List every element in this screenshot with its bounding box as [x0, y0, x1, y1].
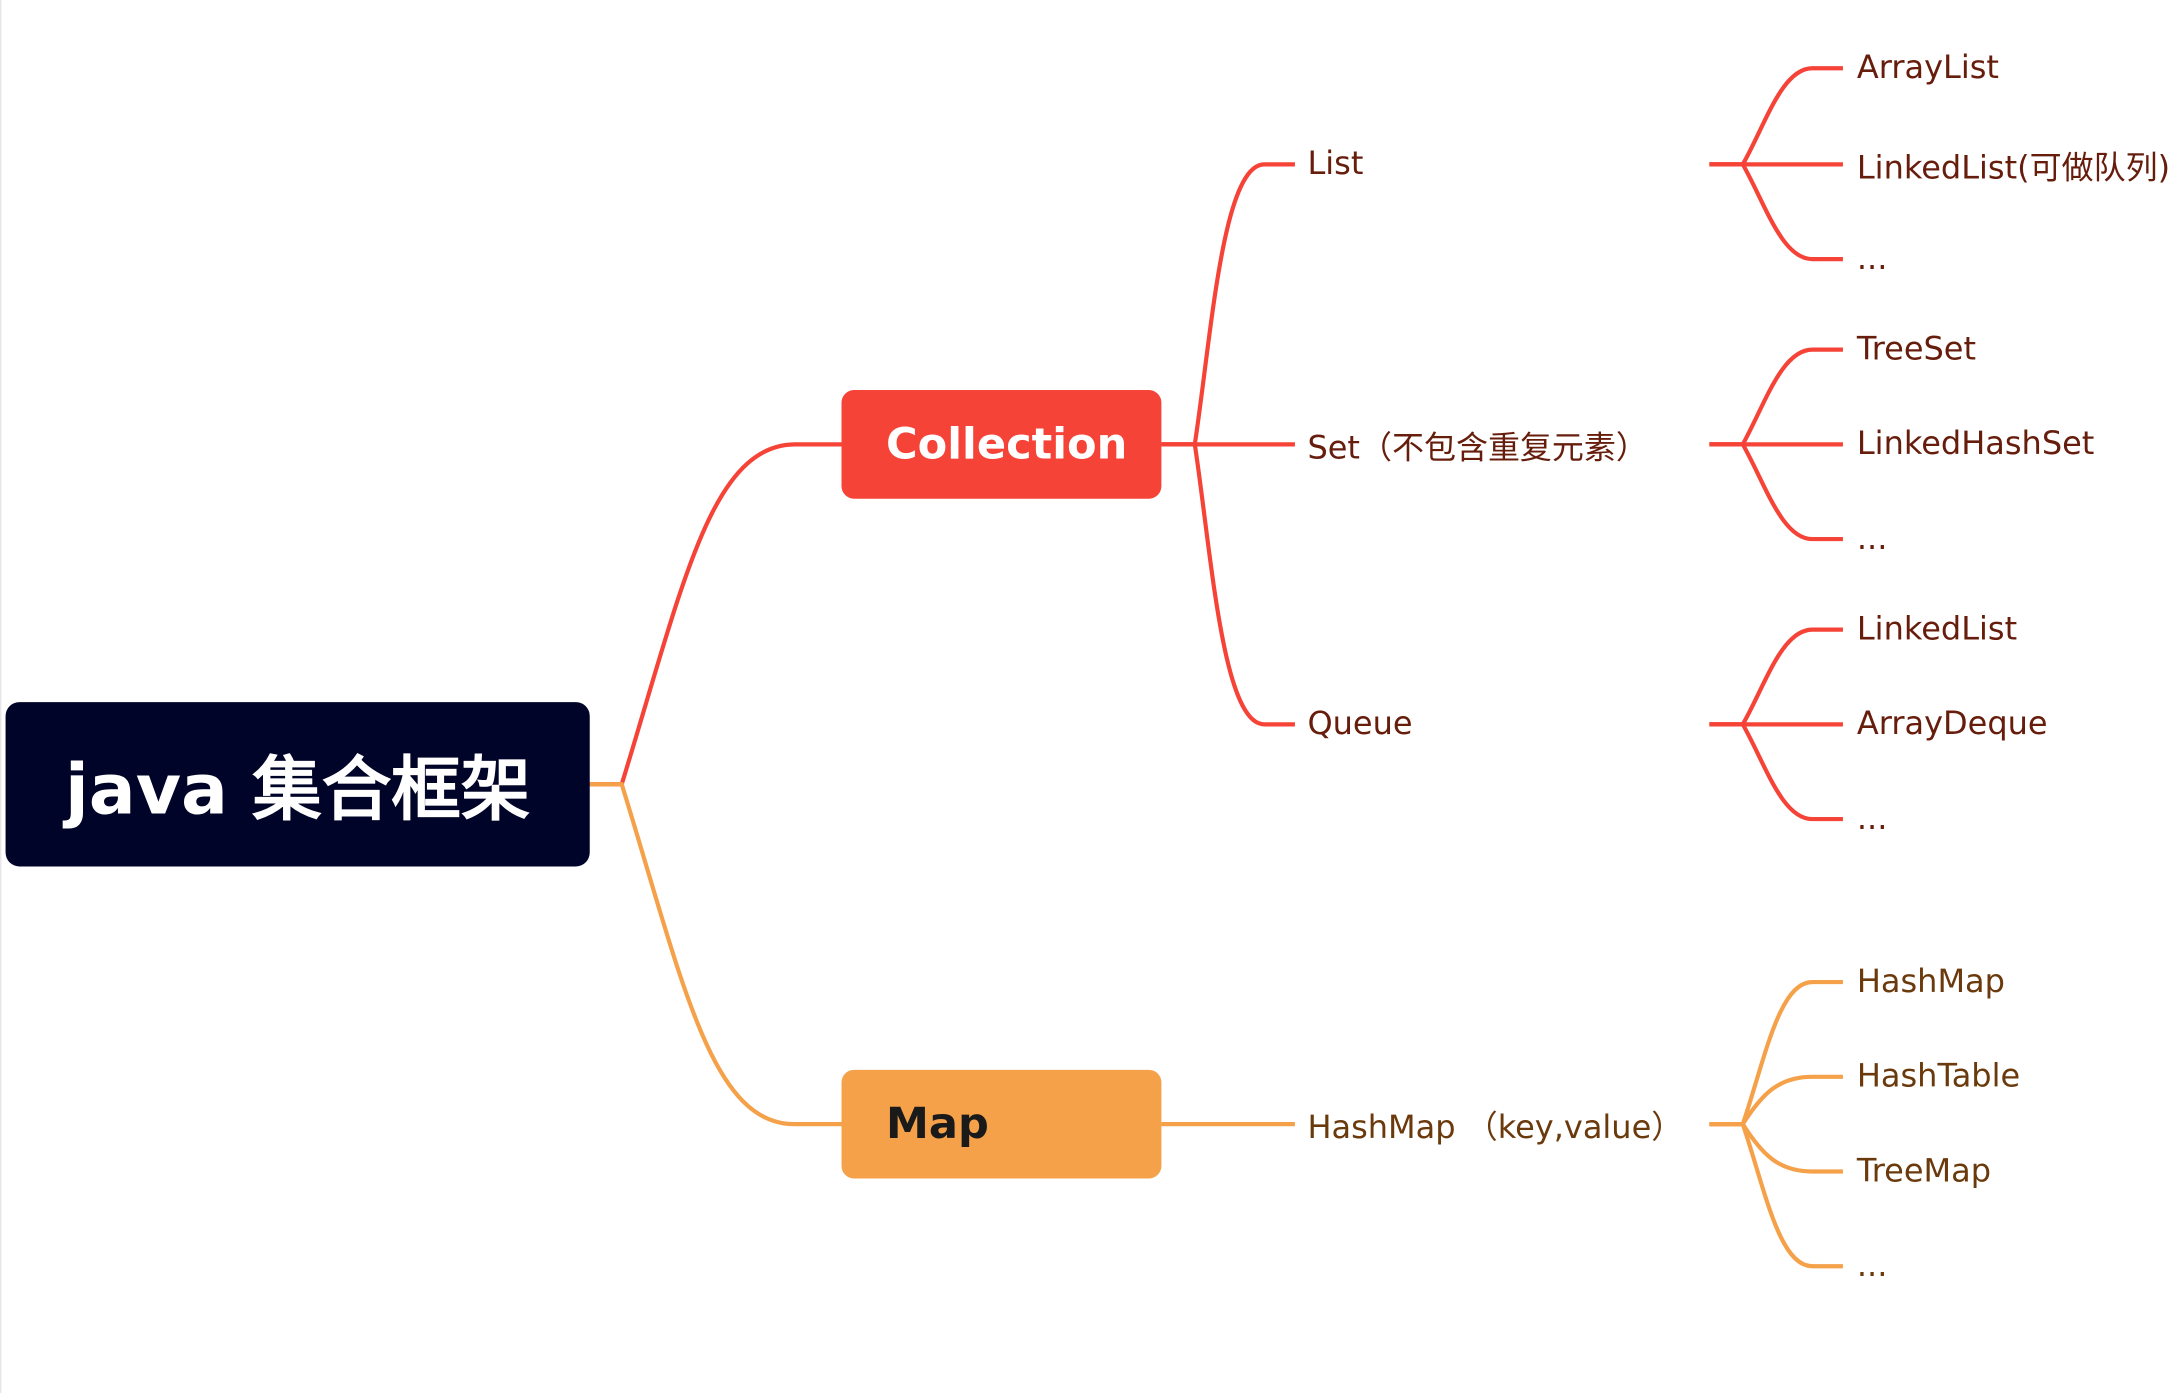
- leaf-label: ArrayDeque: [1856, 706, 2048, 743]
- map-leaf-treemap[interactable]: TreeMap: [1857, 1149, 1991, 1194]
- queue-node[interactable]: Queue: [1307, 702, 1412, 747]
- root-node[interactable]: java 集合框架: [5, 702, 590, 867]
- link-root-map: [589, 782, 842, 1127]
- root-label: java 集合框架: [64, 749, 531, 831]
- leaf-label: ...: [1856, 520, 1888, 558]
- list-leaf-arraylist[interactable]: ArrayList: [1857, 46, 1999, 91]
- collection-node[interactable]: Collection: [841, 390, 1162, 499]
- link-hashmap-leaf-1: [1709, 979, 1843, 1127]
- set-leaf-treeset[interactable]: TreeSet: [1857, 327, 1976, 372]
- link-hashmap-leaf-2: [1709, 1074, 1843, 1127]
- link-root-collection: [589, 442, 842, 787]
- collection-label: Collection: [886, 419, 1128, 470]
- map-node[interactable]: Map: [841, 1069, 1162, 1179]
- link-list-leaf-3: [1709, 162, 1843, 262]
- link-list-leaf-1: [1709, 66, 1843, 167]
- link-set-leaf-1: [1709, 347, 1843, 447]
- link-queue-leaf-3: [1709, 722, 1843, 822]
- hashmap-label: HashMap （key,value）: [1307, 1110, 1684, 1147]
- leaf-label: HashTable: [1856, 1058, 2021, 1095]
- map-leaf-hashmap[interactable]: HashMap: [1857, 960, 2005, 1005]
- list-node[interactable]: List: [1307, 142, 1363, 187]
- queue-label: Queue: [1307, 706, 1413, 743]
- leaf-label: LinkedList: [1856, 611, 2018, 648]
- queue-leaf-arraydeque[interactable]: ArrayDeque: [1857, 702, 2048, 747]
- map-label: Map: [886, 1099, 989, 1150]
- queue-leaf-more[interactable]: ...: [1857, 797, 1888, 842]
- set-leaf-more[interactable]: ...: [1857, 517, 1888, 562]
- hashmap-node[interactable]: HashMap （key,value）: [1307, 1102, 1684, 1147]
- leaf-label: LinkedHashSet: [1856, 426, 2095, 463]
- leaf-label: LinkedList(可做队列): [1856, 150, 2171, 187]
- set-label: Set（不包含重复元素）: [1307, 430, 1648, 467]
- set-node[interactable]: Set（不包含重复元素）: [1307, 422, 1648, 467]
- link-hashmap-leaf-3: [1709, 1122, 1843, 1174]
- leaf-label: ArrayList: [1856, 50, 1999, 87]
- leaf-label: ...: [1856, 800, 1888, 838]
- set-leaf-linkedhashset[interactable]: LinkedHashSet: [1857, 422, 2094, 467]
- link-set-leaf-3: [1709, 442, 1843, 542]
- link-queue-leaf-1: [1709, 627, 1843, 727]
- list-label: List: [1307, 146, 1364, 183]
- link-collection-list: [1161, 162, 1295, 447]
- leaf-label: HashMap: [1856, 963, 2005, 1001]
- leaf-label: ...: [1856, 1248, 1888, 1285]
- link-hashmap-leaf-4: [1709, 1122, 1843, 1269]
- map-leaf-hashtable[interactable]: HashTable: [1857, 1055, 2020, 1100]
- list-leaf-linkedlist[interactable]: LinkedList(可做队列): [1856, 142, 2171, 187]
- list-leaf-more[interactable]: ...: [1857, 237, 1888, 282]
- leaf-label: TreeMap: [1856, 1153, 1992, 1190]
- link-collection-queue: [1161, 442, 1295, 727]
- leaf-label: TreeSet: [1856, 331, 1977, 368]
- map-leaf-more[interactable]: ...: [1857, 1244, 1888, 1289]
- leaf-label: ...: [1856, 240, 1888, 278]
- queue-leaf-linkedlist[interactable]: LinkedList: [1857, 607, 2017, 652]
